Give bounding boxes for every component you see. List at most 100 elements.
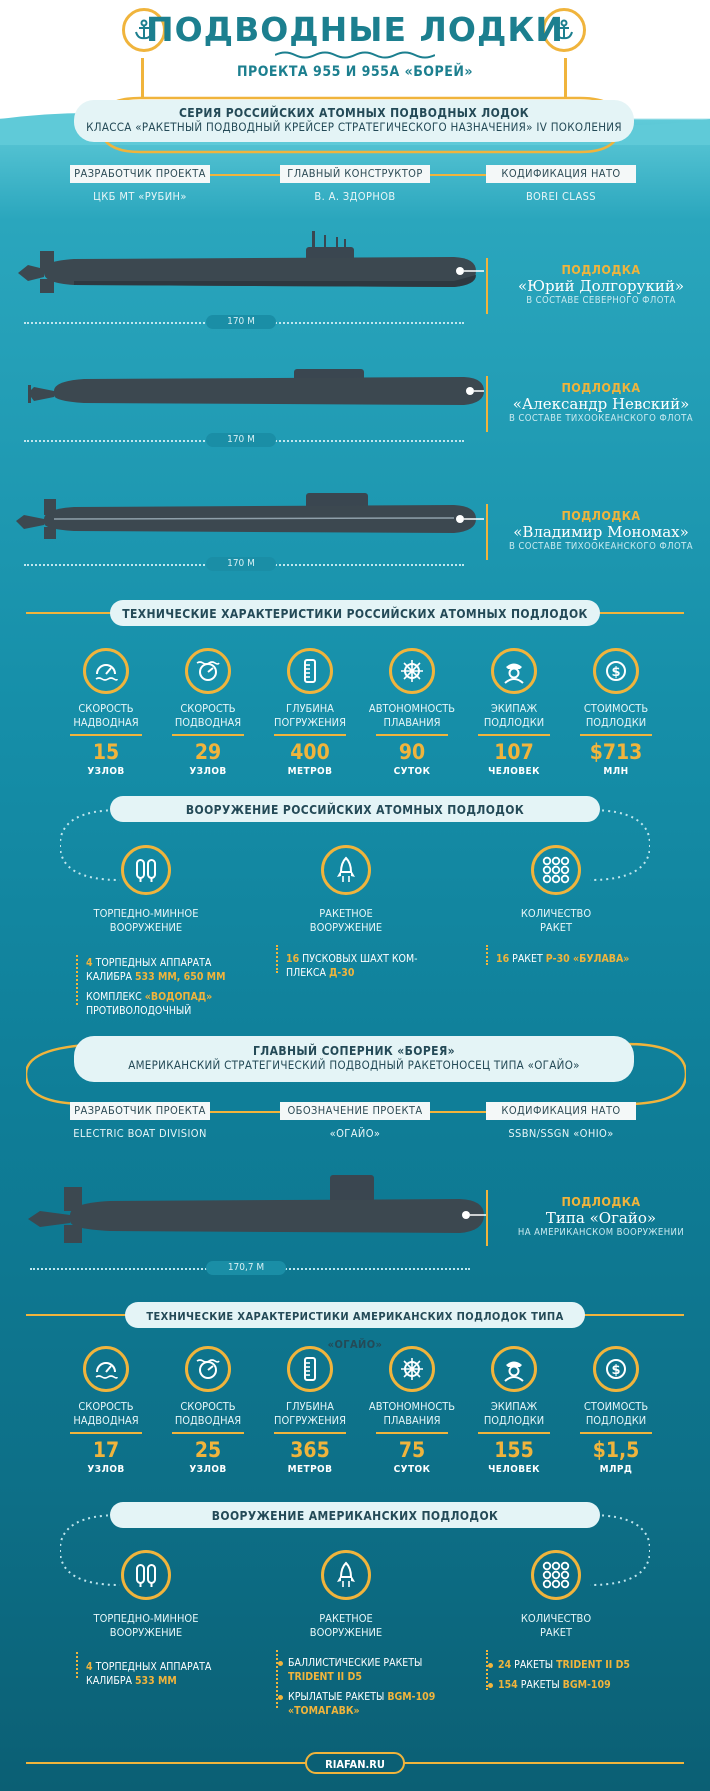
rival-line2: АМЕРИКАНСКИЙ СТРАТЕГИЧЕСКИЙ ПОДВОДНЫЙ РА… [128,1058,580,1072]
us-arms-title: ВООРУЖЕНИЕ АМЕРИКАНСКИХ ПОДЛОДОК [211,1509,499,1523]
developer-value: ЦКБ МТ «РУБИН» [93,190,187,203]
stat-value: 365 [290,1438,330,1462]
sub-kind: ПОДЛОДКА [561,508,641,523]
ru-count-desc: 16 РАКЕТ Р-30 «БУЛАВА» [496,953,630,965]
stat-value: 15 [92,740,120,764]
designer-value: В. А. ЗДОРНОВ [314,190,396,203]
ru-missile-desc: 16 ПУСКОВЫХ ШАХТ КОМ- ПЛЕКСА Д-30 [286,953,418,979]
us-specs-title: ТЕХНИЧЕСКИЕ ХАРАКТЕРИСТИКИ АМЕРИКАНСКИХ … [146,1310,564,1351]
sub-kind: ПОДЛОДКА [561,380,641,395]
ru-arms-outline [60,809,650,881]
stat-value: 17 [92,1438,120,1462]
ohio-project-label: ОБОЗНАЧЕНИЕ ПРОЕКТА [280,1102,430,1120]
dotted-connector [76,1652,78,1678]
ohio-developer-value: ELECTRIC BOAT DIVISION [73,1127,207,1140]
captain-icon [491,648,537,694]
length-badge: 170 М [206,557,276,571]
sub-name: Типа «Огайо» [545,1209,657,1227]
nato-label: КОДИФИКАЦИЯ НАТО [486,165,636,183]
ship-wheel-icon [389,1346,435,1392]
us-arms-outline [60,1514,650,1586]
label-line [210,174,280,176]
stat-unit: ЧЕЛОВЕК [488,766,540,777]
sub-name-block: ПОДЛОДКА «Юрий Долгорукий» В СОСТАВЕ СЕВ… [496,262,706,306]
ru-specs-title: ТЕХНИЧЕСКИЕ ХАРАКТЕРИСТИКИ РОССИЙСКИХ АТ… [122,607,588,621]
svg-text:$: $ [611,665,620,680]
page-subtitle: ПРОЕКТА 955 И 955А «БОРЕЙ» [236,64,474,80]
ohio-name-block: ПОДЛОДКА Типа «Огайо» НА АМЕРИКАНСКОМ ВО… [496,1194,706,1238]
stat-value: 90 [398,740,426,764]
us-specs-title-pill: ТЕХНИЧЕСКИЕ ХАРАКТЕРИСТИКИ АМЕРИКАНСКИХ … [125,1302,585,1351]
source-badge[interactable]: RIAFAN.RU [305,1752,405,1774]
ru-arms-title: ВООРУЖЕНИЕ РОССИЙСКИХ АТОМНЫХ ПОДЛОДОК [185,803,525,817]
stat-divider [580,1432,652,1434]
stat-unit: УЗЛОВ [87,766,125,777]
sub-name-block: ПОДЛОДКА «Александр Невский» В СОСТАВЕ Т… [496,380,706,424]
stat-divider [580,734,652,736]
sub-divider [486,1190,488,1246]
dotted-connector [486,945,488,965]
stat-unit: СУТОК [393,766,431,777]
speedometer-underwater-icon [185,1346,231,1392]
sub-fleet: В СОСТАВЕ ТИХООКЕАНСКОГО ФЛОТА [509,541,693,552]
ohio-developer-label: РАЗРАБОТЧИК ПРОЕКТА [70,1102,210,1120]
stat-divider [274,734,346,736]
stat-value: 400 [290,740,330,764]
stat-unit: МЕТРОВ [287,766,333,777]
us-arms-title-pill: ВООРУЖЕНИЕ АМЕРИКАНСКИХ ПОДЛОДОК [110,1502,600,1528]
submarine-yuri-dolgoruky [18,231,484,293]
rope-right [564,58,567,98]
submarine-ohio [28,1175,486,1243]
stat-divider [478,734,550,736]
intro-pill: СЕРИЯ РОССИЙСКИХ АТОМНЫХ ПОДВОДНЫХ ЛОДОК… [74,100,634,142]
dotted-connector [276,1650,278,1708]
source-link[interactable]: RIAFAN.RU [325,1758,385,1771]
ru-arms-title-pill: ВООРУЖЕНИЕ РОССИЙСКИХ АТОМНЫХ ПОДЛОДОК [110,796,600,822]
torpedo-icon [121,845,171,895]
stat-divider [376,734,448,736]
nato-value: BOREI CLASS [526,190,596,203]
stat-divider [478,1432,550,1434]
ohio-nato-label: КОДИФИКАЦИЯ НАТО [486,1102,636,1120]
stat-value: 25 [194,1438,222,1462]
speedometer-waves-icon [83,1346,129,1392]
speedometer-waves-icon [83,648,129,694]
missile-silos-icon [531,845,581,895]
stat-unit: УЗЛОВ [189,766,227,777]
sub-kind: ПОДЛОДКА [561,262,641,277]
label-line [430,174,486,176]
ohio-nato-value: SSBN/SSGN «OHIO» [508,1127,614,1140]
ship-wheel-icon [389,648,435,694]
depth-gauge-icon [287,648,333,694]
sub-name: «Александр Невский» [512,395,690,413]
missile-silos-icon [531,1550,581,1600]
depth-gauge-icon [287,1346,333,1392]
dollar-coin-icon: $ [593,648,639,694]
sub-name-block: ПОДЛОДКА «Владимир Мономах» В СОСТАВЕ ТИ… [496,508,706,552]
stat-value: 107 [494,740,534,764]
sub-divider [486,504,488,560]
stat-unit: МЛН [603,766,629,777]
stat-divider [172,734,244,736]
stat-divider [70,734,142,736]
rival-line1: ГЛАВНЫЙ СОПЕРНИК «БОРЕЯ» [252,1044,456,1058]
stat-unit: УЗЛОВ [87,1464,125,1475]
stat-unit: МЕТРОВ [287,1464,333,1475]
label-line [430,1111,486,1113]
dollar-coin-icon: $ [593,1346,639,1392]
stat-divider [172,1432,244,1434]
rival-pill: ГЛАВНЫЙ СОПЕРНИК «БОРЕЯ» АМЕРИКАНСКИЙ СТ… [74,1036,634,1082]
stat-value: 155 [494,1438,534,1462]
